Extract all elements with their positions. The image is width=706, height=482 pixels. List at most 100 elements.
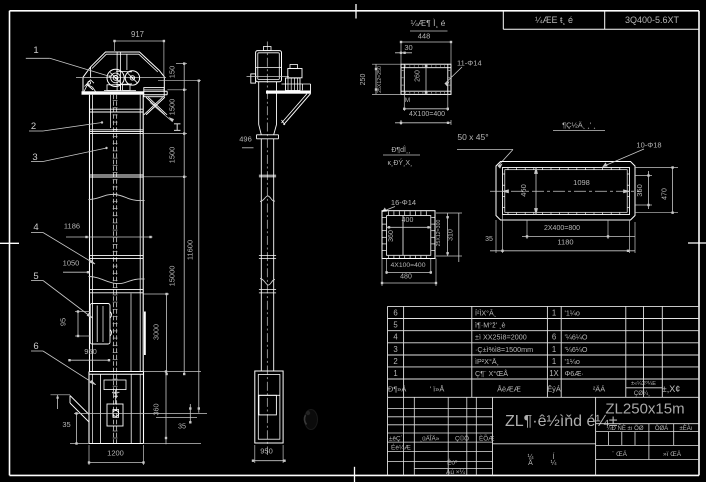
svg-text:1500: 1500 bbox=[168, 147, 177, 164]
svg-text:±êÇ´¦: ±êÇ´¦ bbox=[389, 436, 405, 443]
svg-text:1: 1 bbox=[552, 308, 556, 317]
svg-text:¼Ð ÑÈ ±ı ÖØ: ¼Ð ÑÈ ±ı ÖØ bbox=[607, 425, 644, 432]
svg-text:11600: 11600 bbox=[186, 240, 195, 260]
svg-text:360: 360 bbox=[152, 404, 161, 416]
svg-text:ÊýÁ: ÊýÁ bbox=[547, 385, 561, 394]
svg-text:ZL¶·ê½ìňd é¼±: ZL¶·ê½ìňd é¼± bbox=[505, 413, 618, 430]
svg-text:2: 2 bbox=[393, 357, 397, 366]
svg-text:6: 6 bbox=[33, 341, 38, 352]
svg-text:3: 3 bbox=[393, 345, 397, 354]
svg-text:16-Φ14: 16-Φ14 bbox=[391, 198, 416, 207]
svg-text:ÈÕÆ: ÈÕÆ bbox=[479, 434, 495, 443]
svg-text:¸üÄÎÄ»: ¸üÄÎÄ» bbox=[420, 434, 440, 443]
svg-text:15000: 15000 bbox=[168, 266, 177, 287]
svg-text:¼ÆE ŧ¸ é: ¼ÆE ŧ¸ é bbox=[535, 15, 573, 25]
svg-text:11-Φ14: 11-Φ14 bbox=[457, 59, 482, 68]
svg-text:ÖØÁ: ÖØÁ bbox=[655, 425, 668, 432]
svg-text:30: 30 bbox=[404, 43, 412, 52]
svg-text:Å: Å bbox=[528, 458, 533, 467]
svg-text:360: 360 bbox=[388, 230, 395, 242]
svg-text:35: 35 bbox=[178, 422, 186, 431]
svg-text:25X12=250: 25X12=250 bbox=[377, 66, 383, 93]
svg-text:ì¶·M°ž' ¸è: ì¶·M°ž' ¸è bbox=[475, 321, 505, 330]
svg-text:M: M bbox=[405, 97, 410, 104]
svg-text:460: 460 bbox=[519, 184, 528, 197]
svg-text:2: 2 bbox=[31, 121, 36, 132]
svg-text:4: 4 bbox=[393, 333, 398, 342]
svg-text:1098: 1098 bbox=[573, 178, 590, 187]
svg-text:95: 95 bbox=[59, 318, 68, 326]
svg-text:¼: ¼ bbox=[528, 454, 534, 461]
svg-text:5: 5 bbox=[393, 321, 398, 330]
svg-text:950: 950 bbox=[84, 347, 97, 356]
svg-text:3000: 3000 bbox=[152, 324, 161, 340]
svg-text:6: 6 bbox=[552, 333, 556, 342]
svg-text:Éè¼Æ: Éè¼Æ bbox=[391, 443, 411, 452]
svg-text:'¼6¼O: '¼6¼O bbox=[565, 345, 588, 354]
svg-text:Í²ÌX°Ā¸: Í²ÌX°Ā¸ bbox=[475, 308, 496, 317]
svg-text:1200: 1200 bbox=[107, 449, 124, 458]
svg-text:Ç©Ö: Ç©Ö bbox=[455, 435, 469, 443]
svg-text:1X: 1X bbox=[549, 369, 559, 378]
svg-text:917: 917 bbox=[131, 30, 144, 39]
svg-text:1500: 1500 bbox=[168, 99, 177, 116]
svg-text:260: 260 bbox=[415, 70, 422, 82]
svg-text:1: 1 bbox=[393, 369, 397, 378]
svg-text:¼Æ¶ Ì¸ é: ¼Æ¶ Ì¸ é bbox=[411, 18, 446, 28]
svg-text:35: 35 bbox=[485, 236, 493, 243]
svg-text:Éóº: Éóº bbox=[447, 458, 458, 467]
svg-text:350: 350 bbox=[635, 184, 644, 197]
svg-text:Åú ×¼: Åú ×¼ bbox=[446, 467, 466, 476]
svg-text:'¼6¼O: '¼6¼O bbox=[565, 333, 588, 342]
svg-text:4X100=400: 4X100=400 bbox=[391, 262, 426, 269]
svg-text:ÅëÆÆ: ÅëÆÆ bbox=[497, 385, 521, 394]
svg-text:448: 448 bbox=[418, 32, 431, 41]
svg-text:5: 5 bbox=[33, 271, 38, 282]
svg-text:ZL250x15m: ZL250x15m bbox=[605, 401, 684, 418]
svg-text:150: 150 bbox=[168, 66, 177, 79]
svg-text:Í: Í bbox=[553, 452, 555, 461]
svg-text:Ð¶»Å: Ð¶»Å bbox=[388, 385, 406, 394]
svg-text:1186: 1186 bbox=[64, 222, 80, 231]
svg-text:250: 250 bbox=[360, 74, 367, 86]
svg-text:1180: 1180 bbox=[557, 238, 573, 247]
svg-text:ìP²X°Ā¸: ìP²X°Ā¸ bbox=[475, 357, 499, 366]
svg-text:950: 950 bbox=[260, 447, 273, 456]
svg-text:400: 400 bbox=[402, 217, 414, 224]
svg-text:Ç¶¨ X°ŒÅ: Ç¶¨ X°ŒÅ bbox=[475, 369, 508, 378]
svg-text:3Q400-5.6XT: 3Q400-5.6XT bbox=[625, 15, 680, 25]
svg-text:ĸ¸ÐÝ¸X¸: ĸ¸ÐÝ¸X¸ bbox=[388, 158, 413, 167]
svg-text:2X400=800: 2X400=800 bbox=[544, 225, 580, 232]
svg-text:'1¼o: '1¼o bbox=[565, 308, 580, 317]
svg-text:ÇØ¼¸: ÇØ¼¸ bbox=[634, 390, 651, 397]
svg-text:»ï ŒÄ: »ï ŒÄ bbox=[663, 450, 682, 458]
svg-text:±«¼Xº¼E: ±«¼Xº¼E bbox=[631, 380, 656, 387]
svg-text:4: 4 bbox=[33, 222, 38, 233]
svg-text:¶Ç½Ä¸ ¸' ¸: ¶Ç½Ä¸ ¸' ¸ bbox=[562, 121, 596, 130]
svg-text:·Ç±ì%ì8=1500mm: ·Ç±ì%ì8=1500mm bbox=[475, 345, 533, 354]
svg-text:35: 35 bbox=[62, 420, 70, 429]
svg-text:470: 470 bbox=[662, 188, 669, 200]
svg-text:' ï»Å: ' ï»Å bbox=[430, 385, 445, 394]
svg-text:¼: ¼ bbox=[551, 460, 557, 467]
svg-text:²ÄÁ: ²ÄÁ bbox=[593, 385, 605, 394]
svg-text:480: 480 bbox=[400, 274, 412, 281]
svg-text:±ÈÀı: ±ÈÀı bbox=[680, 425, 693, 432]
svg-text:6: 6 bbox=[393, 308, 397, 317]
svg-text:4X100=400: 4X100=400 bbox=[409, 111, 445, 118]
svg-text:25X12=300: 25X12=300 bbox=[436, 220, 442, 247]
svg-text:1: 1 bbox=[33, 45, 38, 56]
svg-text:'1¼o: '1¼o bbox=[565, 357, 580, 366]
svg-text:1: 1 bbox=[552, 357, 556, 366]
svg-text:¨ ŒÄ: ¨ ŒÄ bbox=[612, 450, 627, 458]
svg-text:1: 1 bbox=[552, 345, 556, 354]
svg-text:310: 310 bbox=[448, 229, 455, 241]
svg-text:1050: 1050 bbox=[63, 259, 80, 268]
svg-text:±ì XX25ì8=2000: ±ì XX25ì8=2000 bbox=[475, 333, 527, 342]
svg-text:Φ6Æ·: Φ6Æ· bbox=[565, 369, 584, 378]
svg-text:496: 496 bbox=[239, 135, 252, 144]
svg-text:3: 3 bbox=[32, 152, 37, 163]
svg-text:Ð¶dÌ¸¸: Ð¶dÌ¸¸ bbox=[391, 145, 410, 154]
svg-text:±,X¢: ±,X¢ bbox=[662, 384, 680, 394]
svg-text:50 x 45°: 50 x 45° bbox=[457, 132, 488, 142]
